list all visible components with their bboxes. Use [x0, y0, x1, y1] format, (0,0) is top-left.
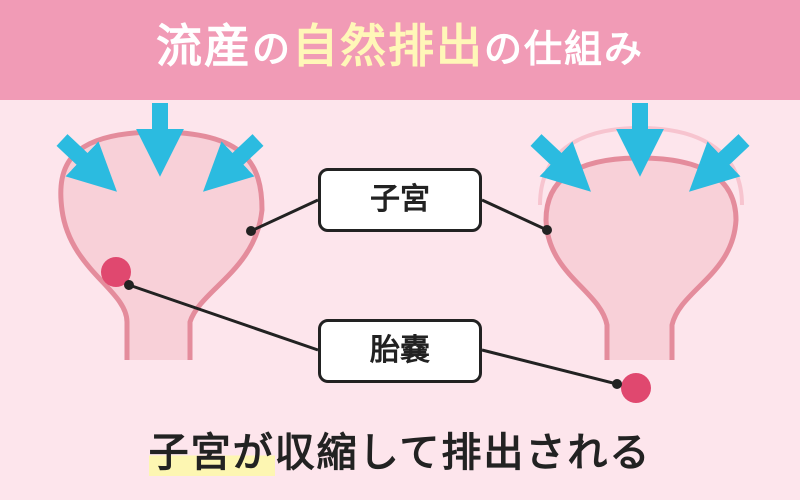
caption-rest: 収縮して排出される: [274, 430, 652, 476]
title-part-particle-1: の: [251, 27, 292, 71]
leader-uterus-left-dot: [246, 226, 256, 236]
uterus-before: [56, 103, 265, 360]
leader-uterus-left: [250, 198, 319, 233]
gestational-sac-label: 胎嚢: [318, 319, 482, 383]
compression-arrow-left-3: [203, 134, 264, 192]
title-part-mechanism: の仕組み: [484, 27, 645, 71]
compression-arrow-left-1: [56, 134, 117, 192]
leader-sac-left-dot: [124, 280, 134, 290]
leader-uterus-right: [481, 198, 548, 232]
leader-sac-right: [481, 348, 618, 386]
compression-arrow-right-1: [530, 134, 591, 192]
caption: 子宮が収縮して排出される: [0, 420, 800, 478]
leader-sac-right-dot: [612, 379, 622, 389]
leader-uterus-right-dot: [542, 225, 552, 235]
leader-lines: [124, 198, 622, 389]
compression-arrow-right-3: [689, 134, 750, 192]
uterus-after-shape: [546, 158, 736, 360]
gestational-sac-before: [101, 257, 131, 287]
gestational-sac-after: [621, 373, 651, 403]
uterus-after: [530, 103, 750, 403]
caption-highlight: 子宮が: [148, 430, 275, 476]
title-part-natural-expulsion: 自然排出: [292, 19, 484, 73]
title-banner: [0, 0, 800, 100]
leader-sac-left: [128, 283, 319, 352]
uterus-label: 子宮: [318, 168, 482, 232]
title-part-miscarriage: 流産: [155, 19, 252, 73]
page-title: 流産の自然排出の仕組み: [0, 14, 800, 81]
